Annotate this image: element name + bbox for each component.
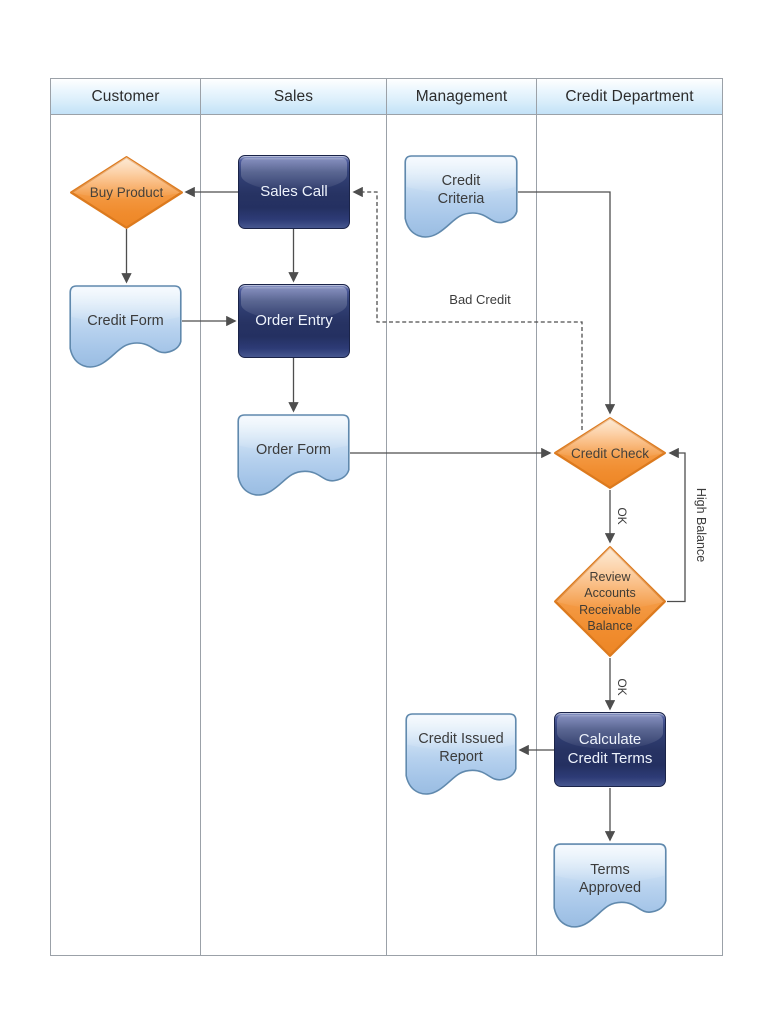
document-shape (404, 155, 518, 238)
node-label: Sales Call (260, 182, 328, 200)
gloss-highlight (241, 158, 347, 192)
label-high-balance: High Balance (694, 487, 708, 563)
node-credit-check[interactable]: Credit Check (553, 416, 667, 490)
node-label: Credit Form (87, 313, 164, 330)
connector-bad-credit-dashed[interactable] (352, 186, 583, 430)
node-label: Credit Criteria (437, 172, 485, 207)
node-sales-call[interactable]: Sales Call (238, 155, 350, 229)
node-buy-product[interactable]: Buy Product (69, 155, 184, 230)
lane-header-row: Customer Sales Management Credit Departm… (51, 79, 722, 115)
node-label: Order Form (256, 441, 331, 458)
document-shape (405, 713, 517, 795)
lane-header-label: Credit Department (565, 87, 694, 105)
node-order-form[interactable]: Order Form (237, 414, 350, 499)
node-credit-issued-report[interactable]: Credit Issued Report (405, 713, 517, 798)
node-terms-approved[interactable]: Terms Approved (553, 843, 667, 931)
lane-credit-department (537, 115, 722, 955)
connector-credit-criteria-to-credit-check[interactable] (518, 191, 616, 415)
node-review-accounts-receivable-balance[interactable]: Review Accounts Receivable Balance (553, 545, 667, 658)
node-credit-form[interactable]: Credit Form (69, 285, 182, 371)
lane-header-label: Management (415, 87, 508, 105)
node-label: Terms Approved (578, 861, 642, 896)
document-shape (553, 843, 667, 928)
node-label: Buy Product (89, 185, 164, 200)
gloss-highlight (241, 287, 347, 321)
lane-header-label: Sales (273, 87, 314, 105)
lane-management (387, 115, 537, 955)
lane-header-credit-department[interactable]: Credit Department (537, 79, 722, 114)
decision-diamond-shape (554, 417, 666, 489)
label-bad-credit: Bad Credit (449, 292, 511, 307)
document-shape (237, 414, 350, 496)
lane-header-sales[interactable]: Sales (201, 79, 387, 114)
lane-header-customer[interactable]: Customer (51, 79, 201, 114)
node-calculate-credit-terms[interactable]: Calculate Credit Terms (554, 712, 666, 787)
decision-diamond-shape (70, 156, 183, 229)
node-label: Calculate Credit Terms (567, 730, 653, 767)
connector-review-high-balance-to-credit-check[interactable] (667, 447, 686, 603)
document-shape (69, 285, 182, 368)
label-ok-review: OK (615, 678, 629, 696)
lane-header-label: Customer (91, 87, 160, 105)
decision-diamond-shape (554, 546, 666, 657)
label-ok-credit-check: OK (615, 507, 629, 525)
node-label: Credit Issued Report (418, 730, 504, 765)
node-order-entry[interactable]: Order Entry (238, 284, 350, 358)
lane-bodies (51, 115, 722, 955)
node-credit-criteria[interactable]: Credit Criteria (404, 155, 518, 241)
node-label: Credit Check (570, 445, 650, 461)
lane-header-management[interactable]: Management (387, 79, 537, 114)
node-label: Order Entry (255, 311, 333, 329)
gloss-highlight (557, 715, 663, 749)
node-label: Review Accounts Receivable Balance (579, 570, 641, 633)
